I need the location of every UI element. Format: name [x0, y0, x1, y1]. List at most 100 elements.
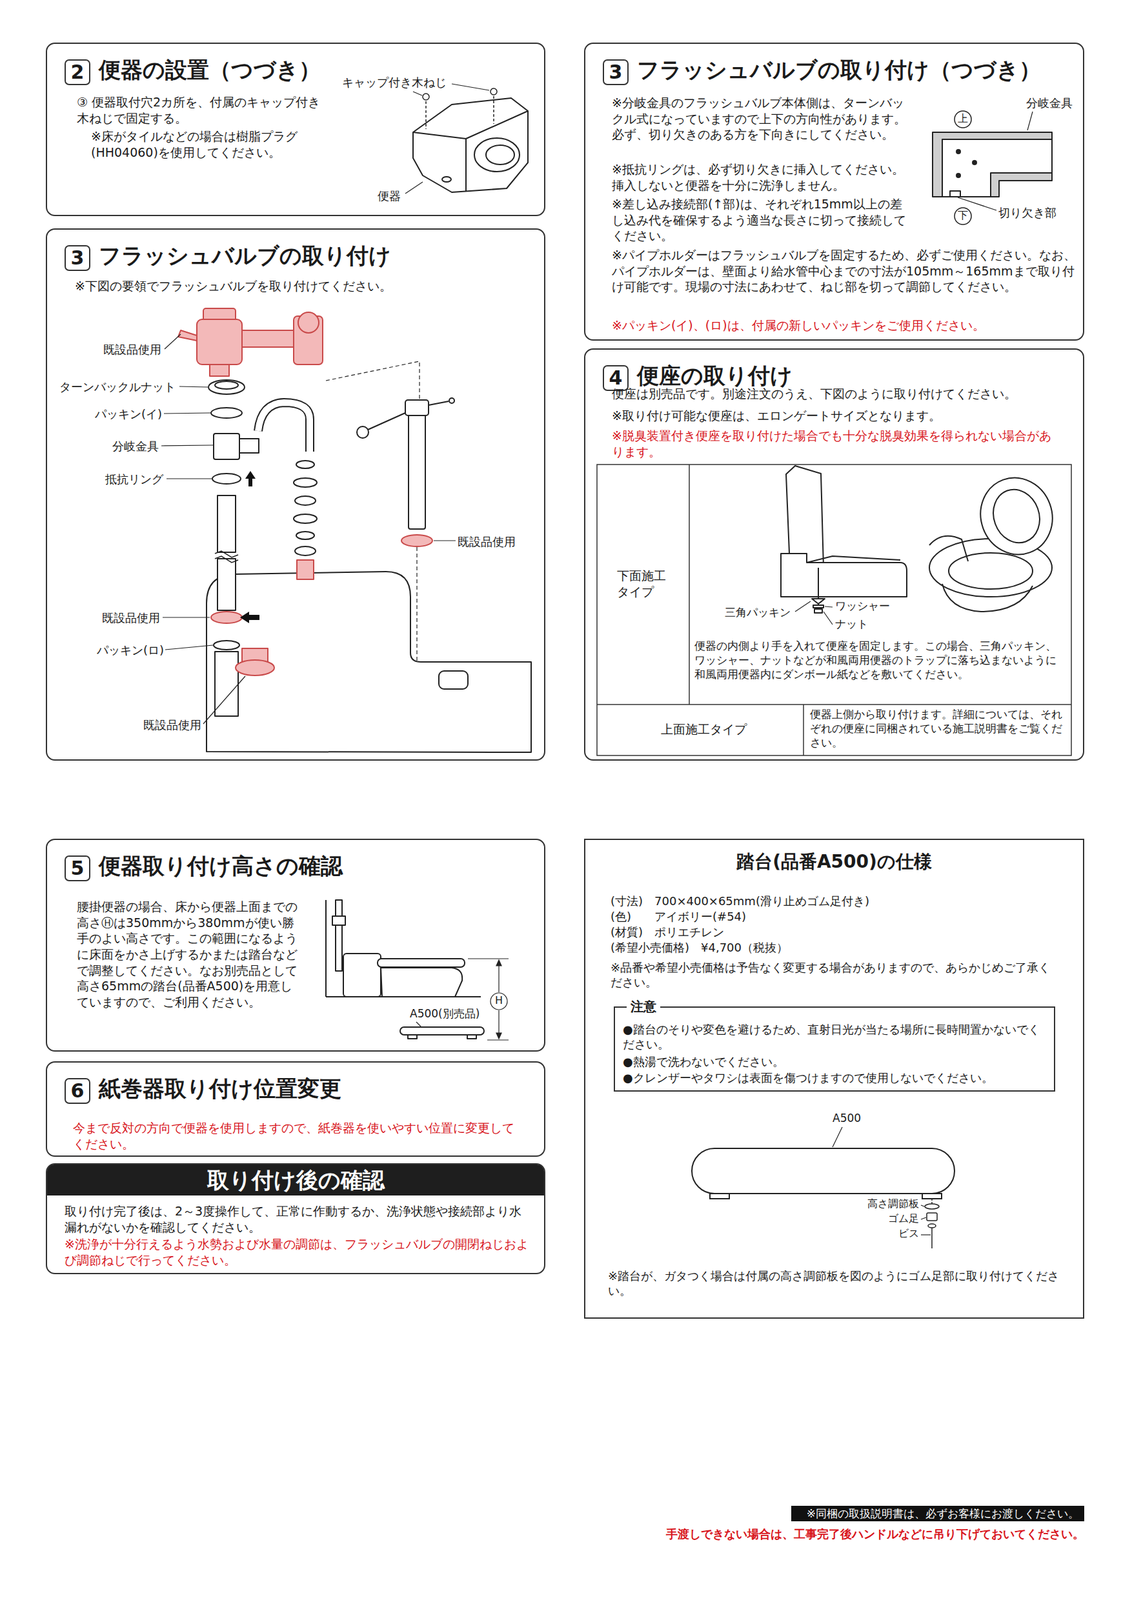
section-heading: フラッシュバルブの取り付け（つづき）: [636, 56, 1042, 83]
section-box: 6 紙巻器取り付け位置変更今まで反対の方向で便器を使用しますので、紙巻器を使いやす…: [45, 1061, 546, 1158]
height-illustration: [325, 900, 485, 1040]
toilet-seat-illustration: [814, 609, 823, 614]
section-heading: 便器取り付け高さの確認: [98, 853, 343, 880]
body-text: (材質) ポリエチレン: [610, 924, 725, 940]
body-text: ※取り付け可能な便座は、エロンゲートサイズとなります。: [611, 407, 1077, 425]
pipe-parts: [296, 460, 315, 469]
toilet-seat-illustration: [811, 598, 825, 605]
pipe-parts: [449, 398, 455, 404]
flush-valve: [401, 535, 433, 547]
body-text: ※分岐金具のフラッシュバルブ本体側は、ターンバックル式になっていますので上下の方…: [611, 94, 910, 143]
leader-line: [920, 1217, 927, 1220]
pipe-parts: [367, 413, 406, 430]
dimension-line: [496, 1033, 502, 1040]
dimension-line: [467, 958, 509, 960]
pipe-parts: [217, 495, 236, 553]
section-box: 3 フラッシュバルブの取り付け（つづき） ※分岐金具のフラッシュバルブ本体側は、ター…: [584, 42, 1085, 341]
section-number: 5: [64, 855, 91, 882]
toilet-illustration: [485, 145, 515, 165]
body-text: ※品番や希望小売価格は予告なく変更する場合がありますので、あらかじめご了承くださ…: [610, 960, 1056, 991]
dimension-line: [416, 959, 509, 1041]
section-number: 3: [602, 59, 629, 86]
toilet-illustration: [413, 98, 528, 193]
section-box: 2便器の設置（つづき）③ 便器取付穴2カ所を、付属のキャップ付き木ねじで固定する…: [45, 42, 546, 217]
branch-fitting: [954, 207, 972, 225]
check-box: 取り付け後の確認取り付け完了後は、2～3度操作して、正常に作動するか、洗浄状態や…: [45, 1163, 546, 1275]
pipe-parts: [294, 496, 316, 506]
pipe-parts: [428, 401, 449, 406]
leader-line: [161, 445, 213, 446]
height-illustration: [467, 1035, 477, 1040]
stool-foot-parts: [924, 1204, 940, 1210]
leader-line: [179, 386, 208, 388]
table-grid: [596, 464, 1072, 756]
leader-line: [824, 606, 833, 608]
dimension-mark: H: [491, 994, 507, 1009]
break-mark: [214, 551, 239, 563]
body-text: ※抵抗リングは、必ず切り欠きに挿入してください。挿入しないと便器を十分に洗浄しま…: [611, 161, 910, 193]
leader-line: [165, 645, 213, 650]
part-label: パッキン(イ): [94, 406, 162, 422]
leader-line: [957, 111, 1033, 211]
flush-valve: [296, 560, 314, 580]
break-mark: [214, 556, 239, 563]
part-label: 既設品使用: [143, 717, 202, 733]
part-label: ターンバックルナット: [59, 379, 176, 395]
part-label: 便器: [377, 188, 401, 204]
part-label: 既設品使用: [457, 534, 516, 550]
toilet-body: [206, 571, 532, 753]
body-text: (色) アイボリー(#54): [610, 909, 747, 925]
part-label: ナット: [835, 616, 869, 632]
body-text: ●クレンザーやタワシは表面を傷つけますので使用しないでください。: [622, 1070, 1049, 1086]
table-cell: 下面施工タイプ: [616, 567, 669, 600]
section-box: 3フラッシュバルブの取り付け※下図の要領でフラッシュバルブを取り付けてください。: [45, 228, 546, 761]
leader-line: [957, 197, 997, 211]
leader-line: [920, 1234, 931, 1236]
direction-arrow: [245, 471, 256, 487]
height-illustration: [325, 900, 327, 998]
body-text: ●踏台のそりや変色を避けるため、直射日光が当たる場所に長時間置かないでください。: [622, 1022, 1049, 1053]
toilet-seat-illustration: [986, 483, 1048, 550]
part-label: 三角パッキン: [724, 605, 791, 620]
flush-valve: [242, 330, 297, 348]
height-illustration: [343, 953, 381, 998]
height-illustration: [400, 1027, 485, 1036]
dimension-line: [487, 1039, 509, 1041]
toilet-body: [206, 571, 532, 753]
branch-fitting: [942, 139, 1052, 197]
part-label: キャップ付き木ねじ: [342, 74, 447, 90]
toilet-body: [438, 671, 468, 690]
part-label: パッキン(ロ): [96, 642, 164, 658]
height-illustration: [332, 916, 346, 926]
leader-line: [832, 1127, 931, 1236]
screw: [422, 88, 497, 130]
screw: [422, 93, 430, 101]
direction-mark: 上: [955, 112, 971, 126]
pipe-parts: [213, 640, 240, 650]
leader-line: [451, 83, 490, 91]
footer-notice: ※同梱の取扱説明書は、必ずお客様にお渡しください。: [791, 1506, 1085, 1522]
section-heading: 紙巻器取り付け位置変更: [98, 1075, 342, 1102]
leader-line: [203, 676, 246, 725]
toilet-illustration: [413, 98, 528, 193]
section-box: 4便座の取り付け便座は別売品です。別途注文のうえ、下図のように取り付けてください…: [584, 348, 1085, 761]
part-label: 既設品使用: [103, 342, 162, 357]
part-label: ゴム足: [838, 1212, 920, 1227]
branch-fitting: [956, 173, 961, 178]
pipe-parts: [213, 433, 240, 460]
stool-foot-parts: [931, 1199, 933, 1205]
body-text: (寸法) 700×400×65mm(滑り止めゴム足付き): [610, 893, 870, 909]
leader-line: [433, 540, 456, 541]
leader-line: [823, 611, 833, 625]
toilet-illustration: [442, 176, 452, 182]
pipe-parts: [293, 514, 317, 524]
branch-fitting: [956, 149, 961, 154]
body-text: ※差し込み接続部(↑部)は、それぞれ15mm以上の差し込み代を確保するよう適当な…: [611, 196, 910, 244]
pipe-parts: [405, 400, 429, 416]
part-label: 既設品使用: [101, 610, 161, 626]
caution-box: 注意●踏台のそりや変色を避けるため、直射日光が当たる場所に長時間置かないでくださ…: [613, 1006, 1056, 1092]
toilet-seat-illustration: [780, 553, 907, 597]
section-number: 6: [64, 1078, 91, 1105]
body-text: 今まで反対の方向で便器を使用しますので、紙巻器を使いやすい位置に変更してください…: [72, 1120, 525, 1153]
